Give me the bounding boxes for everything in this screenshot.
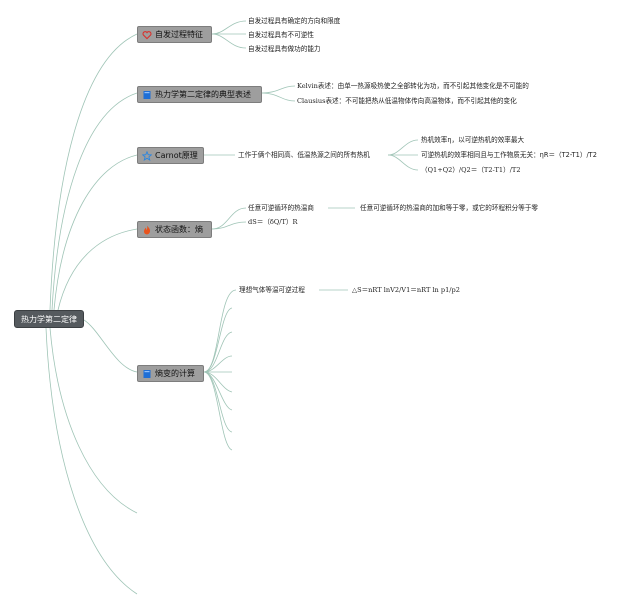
carnot-item-3[interactable]: （Q1+Q2）/Q2＝（T2-T1）/T2: [421, 166, 521, 174]
entropy-reversible-cycle[interactable]: 任意可逆循环的热温商: [248, 204, 314, 212]
topic-spontaneous-label: 自发过程特征: [155, 30, 203, 39]
root-topic-label: 热力学第二定律: [21, 315, 77, 324]
book-icon: [142, 369, 152, 379]
clausius-statement[interactable]: Clausius表述：不可能把热从低温物体传向高温物体，而不引起其他的变化: [297, 97, 517, 105]
link-root-spontaneous: [49, 33, 138, 311]
topic-statements[interactable]: 热力学第二定律的典型表述: [137, 86, 262, 103]
spontaneous-item-3[interactable]: 自发过程具有做功的能力: [248, 45, 321, 53]
topic-entropy-change-label: 熵变的计算: [155, 369, 195, 378]
isothermal-reversible-process[interactable]: 理想气体等温可逆过程: [239, 286, 305, 294]
link-root-statements: [51, 92, 138, 311]
carnot-item-1[interactable]: 热机效率η，以可逆热机的效率最大: [421, 136, 525, 144]
heart-icon: [142, 30, 152, 40]
kelvin-statement[interactable]: Kelvin表述：由单一热源吸热使之全部转化为功，而不引起其他变化是不可能的: [297, 82, 529, 90]
topic-spontaneous[interactable]: 自发过程特征: [137, 26, 212, 43]
spontaneous-item-2[interactable]: 自发过程具有不可逆性: [248, 31, 314, 39]
book-icon: [142, 90, 152, 100]
topic-carnot[interactable]: Carnot原理: [137, 147, 204, 164]
carnot-heat-engines[interactable]: 工作于俩个相同高、低温热源之间的所有热机: [238, 151, 370, 159]
link-root-lower1: [49, 327, 138, 514]
topic-entropy-label: 状态函数：熵: [155, 225, 203, 234]
link-root-carnot: [53, 154, 138, 311]
link-root-lower2: [45, 327, 138, 595]
spontaneous-item-1[interactable]: 自发过程具有确定的方向和限度: [248, 17, 341, 25]
root-topic[interactable]: 热力学第二定律: [14, 310, 84, 328]
link-root-change: [83, 319, 138, 373]
entropy-formula[interactable]: dS＝（δQ/T）R: [248, 218, 298, 226]
topic-statements-label: 热力学第二定律的典型表述: [155, 90, 251, 99]
entropy-change-formula[interactable]: △S＝nRT lnV2/V1＝nRT ln p1/p2: [352, 286, 460, 294]
topic-entropy[interactable]: 状态函数：熵: [137, 221, 212, 238]
star-icon: [142, 150, 152, 161]
fire-icon: [142, 225, 152, 235]
topic-entropy-change[interactable]: 熵变的计算: [137, 365, 204, 382]
carnot-item-2[interactable]: 可逆热机的效率相同且与工作物质无关：ηR＝（T2-T1）/T2: [421, 151, 597, 159]
link-root-entropy: [57, 228, 138, 311]
entropy-cycle-detail[interactable]: 任意可逆循环的热温商的加和等于零，或它的环程积分等于零: [360, 204, 539, 212]
topic-carnot-label: Carnot原理: [155, 151, 198, 160]
